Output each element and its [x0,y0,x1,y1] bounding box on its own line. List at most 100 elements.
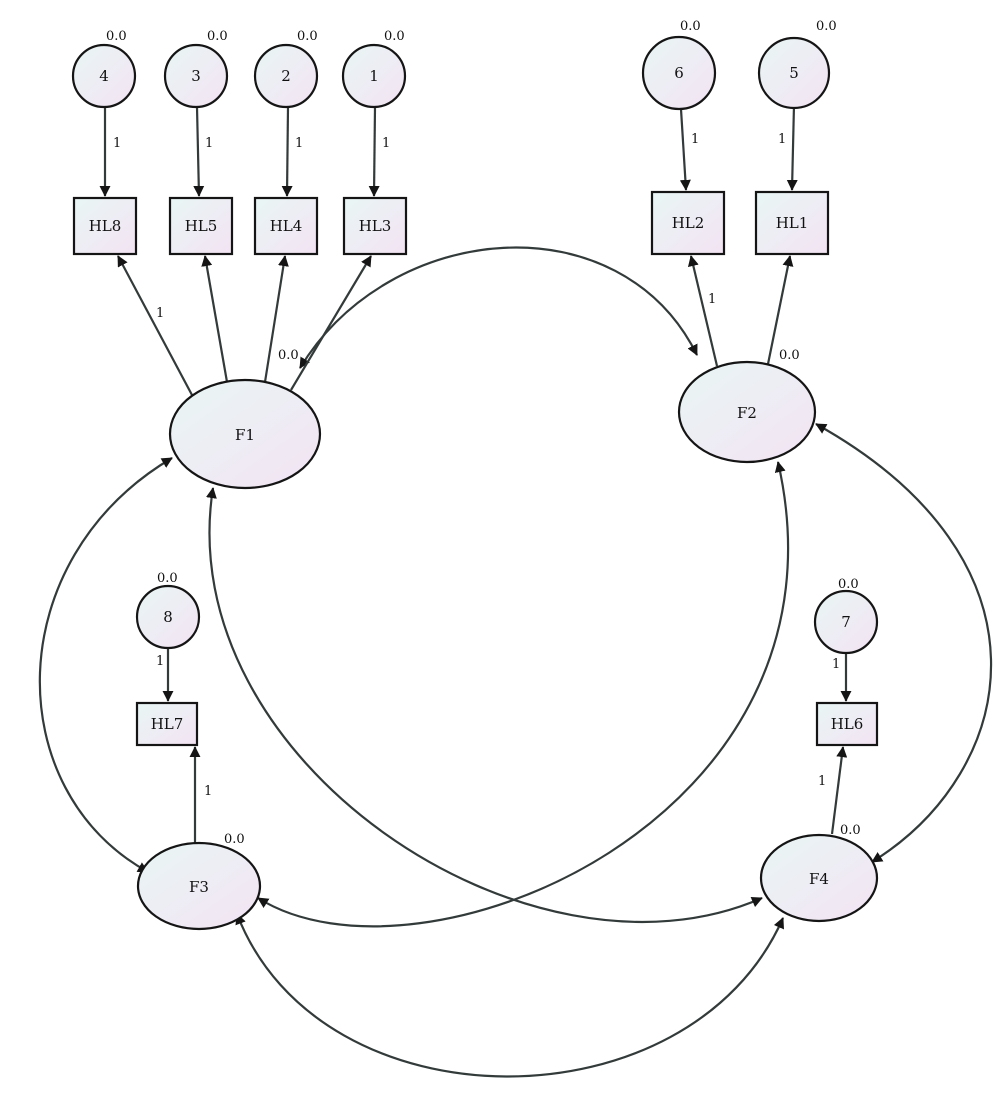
label-e4-hl8: 1 [113,136,121,151]
indicator-box [168,196,234,256]
indicator-label: HL4 [270,217,303,235]
indicator-hl5[interactable]: HL5 [168,196,234,256]
loading-f1-hl8 [117,255,193,396]
loading-f1-hl4 [263,255,289,383]
indicator-label: HL1 [776,214,809,232]
indicator-hl6[interactable]: HL6 [815,701,879,747]
indicator-box [72,196,138,256]
loading-f1-hl5 [201,255,229,383]
error-paths [99,104,852,702]
indicators: HL8 HL5 HL4 HL3 HL2 HL1 HL7 HL6 [72,190,879,747]
error-term-5[interactable]: 5 0.0 [757,19,837,110]
factor-ellipse [759,833,879,923]
factor-f2[interactable]: F2 0.0 [677,348,817,464]
loading-f1-hl3 [290,255,372,391]
factor-variance-label: 0.0 [278,348,299,363]
loading-f4-hl6 [830,746,848,835]
factor-ellipse [677,360,817,464]
loading-paths [117,255,848,843]
error-mean-label: 0.0 [207,29,228,44]
label-e1-hl3: 1 [382,136,390,151]
error-mean-label: 0.0 [157,571,178,586]
error-term-6[interactable]: 6 0.0 [641,19,717,111]
error-label: 5 [789,64,799,82]
covariance-f2-f3 [257,461,790,928]
error-term-4[interactable]: 4 0.0 [71,29,137,109]
indicator-label: HL6 [831,715,864,733]
indicator-label: HL8 [89,217,122,235]
error-term-8[interactable]: 8 0.0 [135,571,201,650]
factor-label: F3 [189,878,209,896]
label-e6-hl2: 1 [691,132,699,147]
indicator-label: HL2 [672,214,705,232]
path-e1-hl3 [368,106,380,197]
label-f1-hl8: 1 [156,306,164,321]
error-term-2[interactable]: 2 0.0 [253,29,319,109]
label-e7-hl6: 1 [832,657,840,672]
indicator-hl2[interactable]: HL2 [650,190,726,256]
path-labels: 1 1 1 1 1 1 1 1 1 1 1 1 [113,132,840,799]
error-mean-label: 0.0 [297,29,318,44]
indicator-label: HL3 [359,217,392,235]
factor-label: F1 [235,426,255,444]
error-mean-label: 0.0 [384,29,405,44]
error-circle [135,584,201,650]
factor-f1[interactable]: F1 0.0 [168,348,322,490]
indicator-box [754,190,830,256]
latent-factors: F1 0.0 F2 0.0 F3 0.0 F4 0.0 [136,348,879,931]
indicator-hl3[interactable]: HL3 [342,196,408,256]
error-mean-label: 0.0 [838,577,859,592]
label-e2-hl4: 1 [295,136,303,151]
factor-f4[interactable]: F4 0.0 [759,823,879,923]
label-f2-hl2: 1 [708,292,716,307]
error-circle [71,43,137,109]
path-e3-hl5 [193,106,205,197]
factor-f3[interactable]: F3 0.0 [136,832,262,931]
path-e6-hl2 [679,108,691,191]
covariance-f2-f4 [815,423,993,863]
covariance-paths [38,246,993,1078]
factor-variance-label: 0.0 [840,823,861,838]
error-label: 2 [281,67,291,85]
error-circle [813,589,879,655]
indicator-hl1[interactable]: HL1 [754,190,830,256]
indicator-label: HL5 [185,217,218,235]
error-term-7[interactable]: 7 0.0 [813,577,879,655]
path-e2-hl4 [281,106,293,197]
error-label: 4 [99,67,109,85]
label-e3-hl5: 1 [205,136,213,151]
factor-variance-label: 0.0 [779,348,800,363]
error-term-3[interactable]: 3 0.0 [163,29,229,109]
error-term-1[interactable]: 1 0.0 [341,29,407,109]
indicator-hl4[interactable]: HL4 [253,196,319,256]
label-f4-hl6: 1 [818,774,826,789]
error-terms: 4 0.0 3 0.0 2 0.0 1 0.0 6 0.0 5 0.0 [71,19,879,655]
path-e5-hl1 [786,104,798,191]
error-label: 8 [163,608,173,626]
error-circle [757,36,831,110]
error-mean-label: 0.0 [680,19,701,34]
error-circle [253,43,319,109]
loading-f2-hl1 [766,255,794,365]
label-e5-hl1: 1 [778,132,786,147]
covariance-f3-f4 [235,913,785,1078]
label-e8-hl7: 1 [156,654,164,669]
indicator-box [253,196,319,256]
error-circle [163,43,229,109]
indicator-hl7[interactable]: HL7 [135,701,199,747]
error-circle [641,35,717,111]
loading-f2-hl2 [687,255,719,367]
indicator-label: HL7 [151,715,184,733]
factor-ellipse [136,841,262,931]
error-circle [341,43,407,109]
indicator-hl8[interactable]: HL8 [72,196,138,256]
indicator-box [342,196,408,256]
factor-variance-label: 0.0 [224,832,245,847]
error-label: 1 [369,67,379,85]
indicator-box [650,190,726,256]
factor-label: F2 [737,404,757,422]
indicator-box [135,701,199,747]
covariance-f1-f4 [206,487,763,924]
indicator-box [815,701,879,747]
